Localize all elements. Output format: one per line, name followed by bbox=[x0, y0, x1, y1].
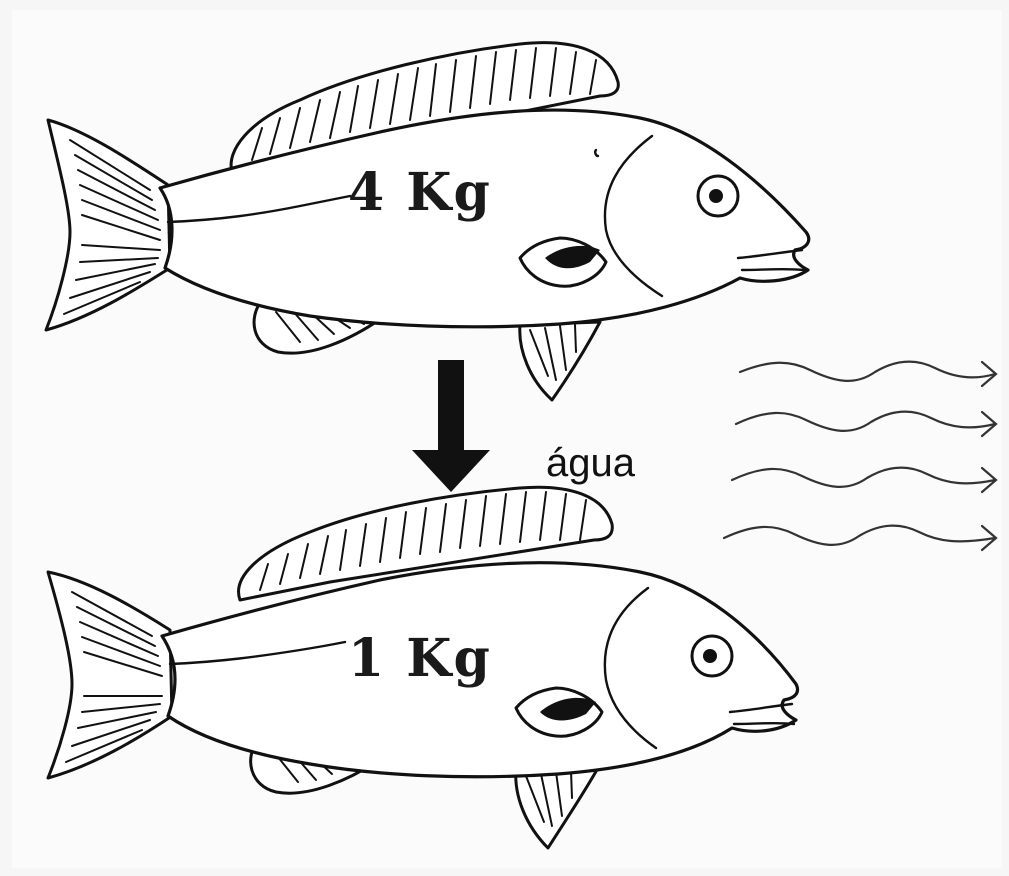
fish-top: 4 Kg bbox=[46, 43, 809, 400]
water-label: água bbox=[546, 441, 636, 485]
fish-top-weight-label: 4 Kg bbox=[348, 162, 492, 223]
fish-top-lip bbox=[742, 269, 804, 270]
fish-bottom-lip bbox=[734, 723, 794, 724]
fish-bottom-tail bbox=[48, 572, 172, 778]
wavy-arrows-icon bbox=[724, 362, 996, 550]
fish-top-tail bbox=[46, 120, 170, 330]
fish-bottom-weight-label: 1 Kg bbox=[348, 628, 492, 689]
fish-bottom-pupil bbox=[703, 649, 717, 663]
fish-bottom: 1 Kg bbox=[48, 487, 798, 848]
down-arrow-icon bbox=[412, 360, 490, 492]
fish-top-pupil bbox=[709, 189, 723, 203]
